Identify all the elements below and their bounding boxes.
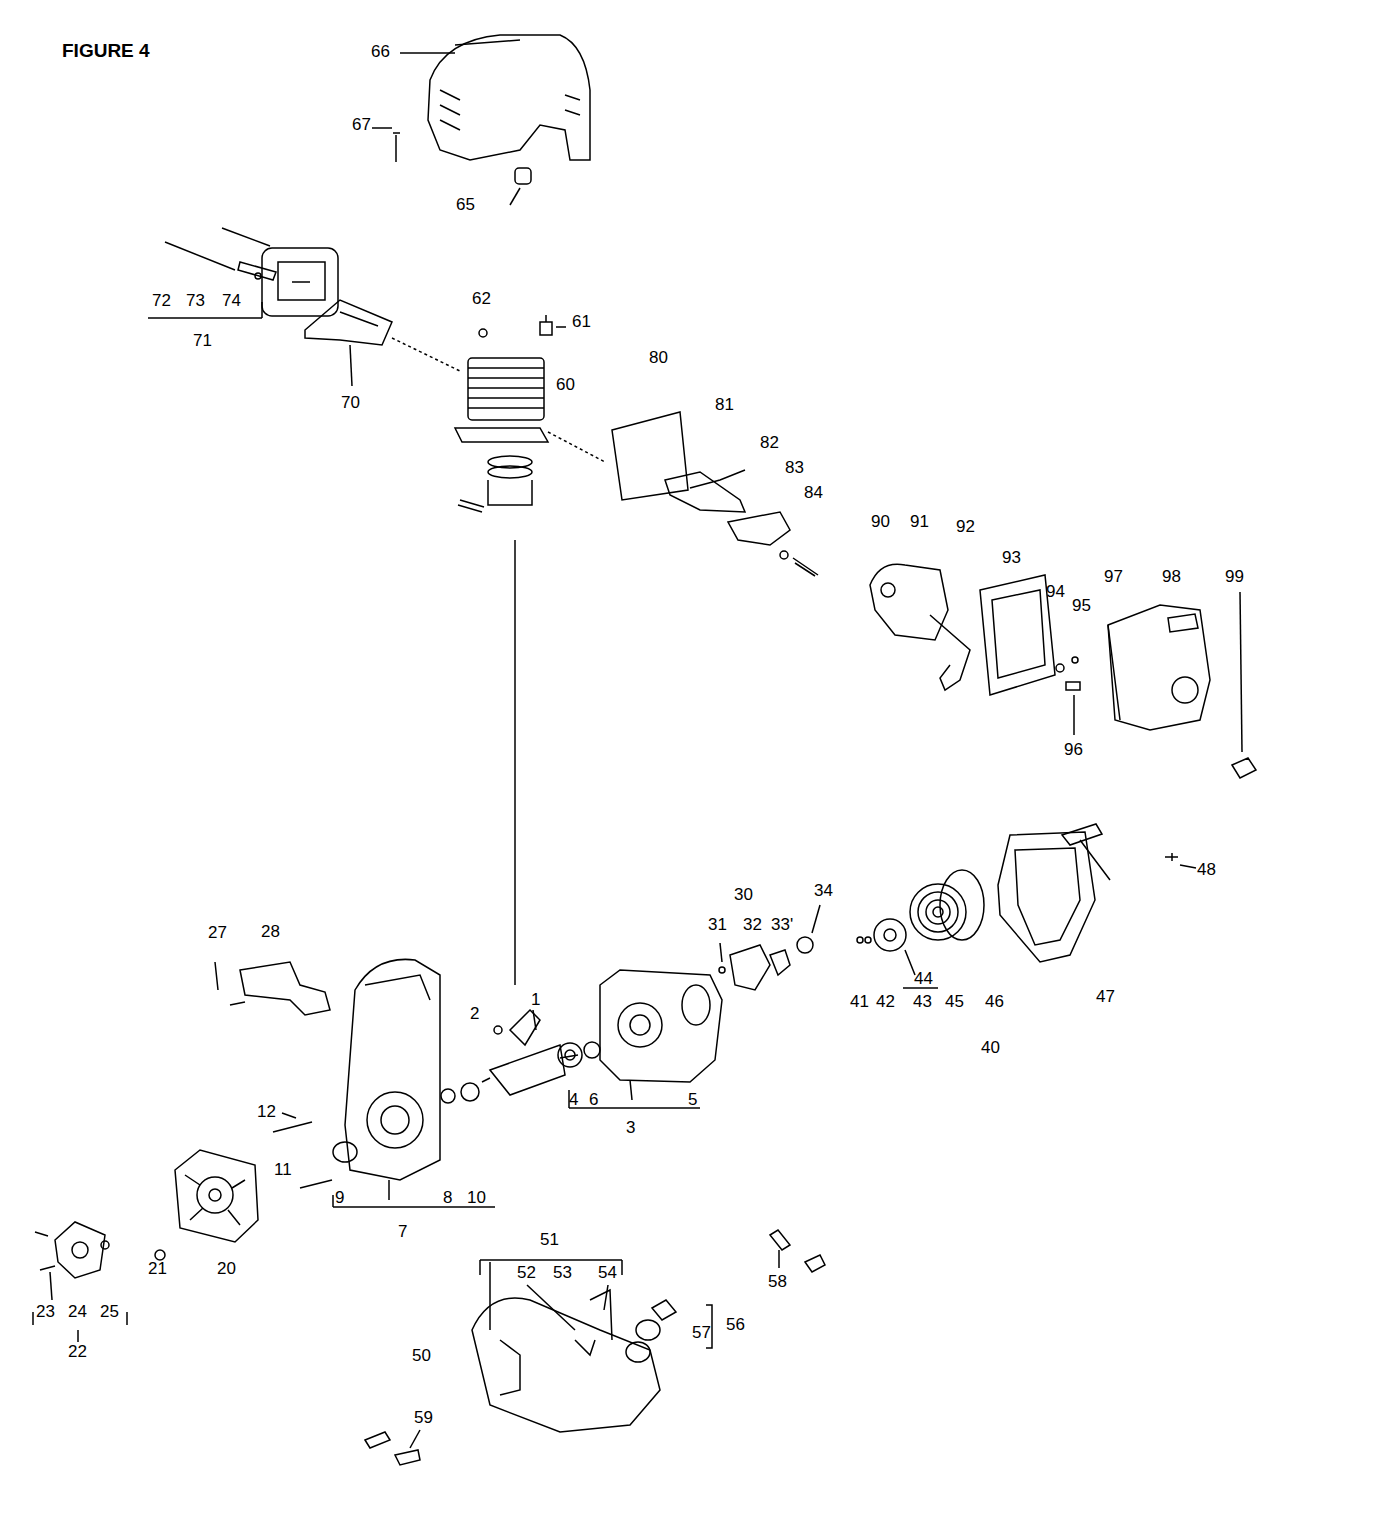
callout-number: 7: [398, 1222, 407, 1242]
callout-number: 1: [531, 990, 540, 1010]
callout-number: 5: [688, 1090, 697, 1110]
callout-number: 24: [68, 1302, 87, 1322]
callout-number: 47: [1096, 987, 1115, 1007]
callout-number: 92: [956, 517, 975, 537]
callout-number: 31: [708, 915, 727, 935]
callout-number: 46: [985, 992, 1004, 1012]
callout-number: 22: [68, 1342, 87, 1362]
callout-number: 80: [649, 348, 668, 368]
callout-number: 51: [540, 1230, 559, 1250]
callout-number: 6: [589, 1090, 598, 1110]
callout-number: 57: [692, 1323, 711, 1343]
callout-number: 20: [217, 1259, 236, 1279]
callout-number: 45: [945, 992, 964, 1012]
callout-number: 84: [804, 483, 823, 503]
callout-number: 50: [412, 1346, 431, 1366]
callout-number: 56: [726, 1315, 745, 1335]
callout-number: 96: [1064, 740, 1083, 760]
callout-number: 97: [1104, 567, 1123, 587]
callout-number: 40: [981, 1038, 1000, 1058]
callout-number: 99: [1225, 567, 1244, 587]
callout-number: 52: [517, 1263, 536, 1283]
callout-number: 93: [1002, 548, 1021, 568]
callout-number: 4: [569, 1090, 578, 1110]
callout-number: 53: [553, 1263, 572, 1283]
callout-number: 73: [186, 291, 205, 311]
callout-number: 61: [572, 312, 591, 332]
callout-number: 91: [910, 512, 929, 532]
callout-number: 27: [208, 923, 227, 943]
callout-number: 44: [914, 969, 933, 989]
callout-number: 41: [850, 992, 869, 1012]
callout-number: 54: [598, 1263, 617, 1283]
callout-number: 72: [152, 291, 171, 311]
callout-number: 2: [470, 1004, 479, 1024]
callout-number: 9: [335, 1188, 344, 1208]
figure-title: FIGURE 4: [62, 40, 150, 62]
callout-number: 3: [626, 1118, 635, 1138]
callout-number: 66: [371, 42, 390, 62]
callout-number: 65: [456, 195, 475, 215]
callout-number: 70: [341, 393, 360, 413]
callout-number: 28: [261, 922, 280, 942]
callout-number: 23: [36, 1302, 55, 1322]
callout-number: 33': [771, 915, 793, 935]
callout-number: 98: [1162, 567, 1181, 587]
callout-number: 8: [443, 1188, 452, 1208]
callout-number: 59: [414, 1408, 433, 1428]
callout-number: 21: [148, 1259, 167, 1279]
callout-number: 10: [467, 1188, 486, 1208]
callout-number: 71: [193, 331, 212, 351]
callout-number: 94: [1046, 582, 1065, 602]
callout-number: 81: [715, 395, 734, 415]
callout-number: 83: [785, 458, 804, 478]
callout-number: 32: [743, 915, 762, 935]
callout-number: 62: [472, 289, 491, 309]
callout-number: 74: [222, 291, 241, 311]
callout-number: 42: [876, 992, 895, 1012]
callout-number: 58: [768, 1272, 787, 1292]
callout-number: 11: [274, 1160, 292, 1180]
callout-number: 60: [556, 375, 575, 395]
callout-number: 12: [257, 1102, 276, 1122]
callout-number: 43: [913, 992, 932, 1012]
callout-number: 34: [814, 881, 833, 901]
callout-number: 25: [100, 1302, 119, 1322]
callout-number: 30: [734, 885, 753, 905]
callout-number: 95: [1072, 596, 1091, 616]
callout-number: 67: [352, 115, 371, 135]
callout-number: 48: [1197, 860, 1216, 880]
callout-number: 90: [871, 512, 890, 532]
callout-number: 82: [760, 433, 779, 453]
